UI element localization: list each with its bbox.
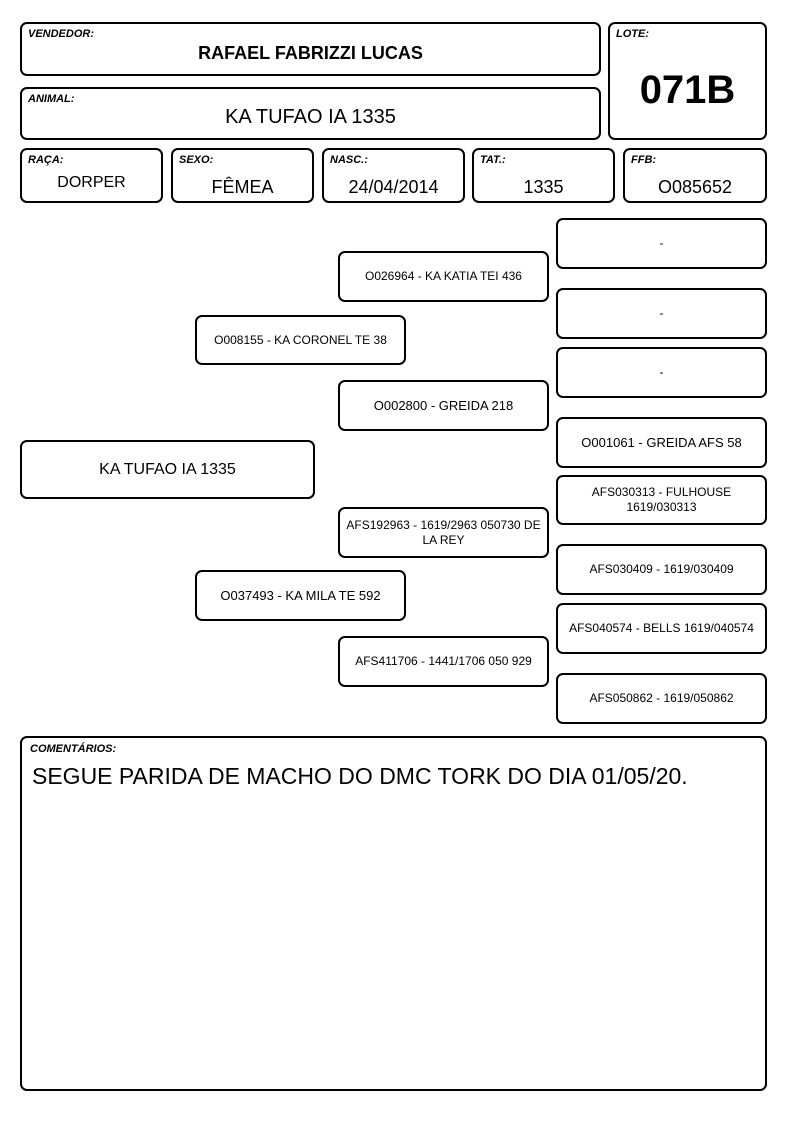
ffb-label: FFB:	[631, 154, 657, 166]
animal-value: KA TUFAO IA 1335	[225, 106, 396, 128]
tat-box: TAT.: 1335	[472, 148, 615, 203]
ffb-value: O085652	[657, 177, 733, 197]
comments-text: SEGUE PARIDA DE MACHO DO DMC TORK DO DIA…	[32, 763, 688, 789]
pedigree-gg-3: -	[556, 347, 767, 398]
sexo-box: SEXO: FÊMEA	[171, 148, 314, 203]
ffb-box: FFB: O085652	[623, 148, 767, 203]
animal-box: ANIMAL: KA TUFAO IA 1335	[20, 87, 601, 140]
comments-box: COMENTÁRIOS: SEGUE PARIDA DE MACHO DO DM…	[20, 736, 767, 1091]
sexo-value: FÊMEA	[211, 177, 274, 197]
vendedor-value: RAFAEL FABRIZZI LUCAS	[198, 43, 423, 63]
pedigree-gg-1: -	[556, 218, 767, 269]
pedigree-gg-8: AFS050862 - 1619/050862	[556, 673, 767, 724]
comments-label: COMENTÁRIOS:	[30, 743, 117, 755]
pedigree-gg-7: AFS040574 - BELLS 1619/040574	[556, 603, 767, 654]
pedigree-sire: O008155 - KA CORONEL TE 38	[195, 315, 406, 365]
lote-label: LOTE:	[616, 28, 649, 40]
tat-label: TAT.:	[480, 154, 506, 166]
pedigree-dam: O037493 - KA MILA TE 592	[195, 570, 406, 621]
lote-value: 071B	[639, 68, 736, 112]
pedigree-dam-dam: AFS411706 - 1441/1706 050 929	[338, 636, 549, 687]
pedigree-gg-4: O001061 - GREIDA AFS 58	[556, 417, 767, 468]
pedigree-animal: KA TUFAO IA 1335	[20, 440, 315, 499]
pedigree-sire-dam: O002800 - GREIDA 218	[338, 380, 549, 431]
pedigree-sire-sire: O026964 - KA KATIA TEI 436	[338, 251, 549, 302]
nasc-label: NASC.:	[330, 154, 368, 166]
raca-label: RAÇA:	[28, 154, 64, 166]
pedigree-gg-2: -	[556, 288, 767, 339]
nasc-box: NASC.: 24/04/2014	[322, 148, 465, 203]
vendedor-box: VENDEDOR: RAFAEL FABRIZZI LUCAS	[20, 22, 601, 76]
lote-box: LOTE: 071B	[608, 22, 767, 140]
nasc-value: 24/04/2014	[348, 177, 439, 197]
animal-label: ANIMAL:	[28, 93, 75, 105]
pedigree-dam-sire: AFS192963 - 1619/2963 050730 DE LA REY	[338, 507, 549, 558]
pedigree-gg-6: AFS030409 - 1619/030409	[556, 544, 767, 595]
raca-box: RAÇA: DORPER	[20, 148, 163, 203]
pedigree-gg-5: AFS030313 - FULHOUSE 1619/030313	[556, 475, 767, 525]
raca-value: DORPER	[57, 174, 126, 191]
sexo-label: SEXO:	[179, 154, 214, 166]
tat-value: 1335	[523, 177, 564, 197]
vendedor-label: VENDEDOR:	[28, 28, 95, 40]
